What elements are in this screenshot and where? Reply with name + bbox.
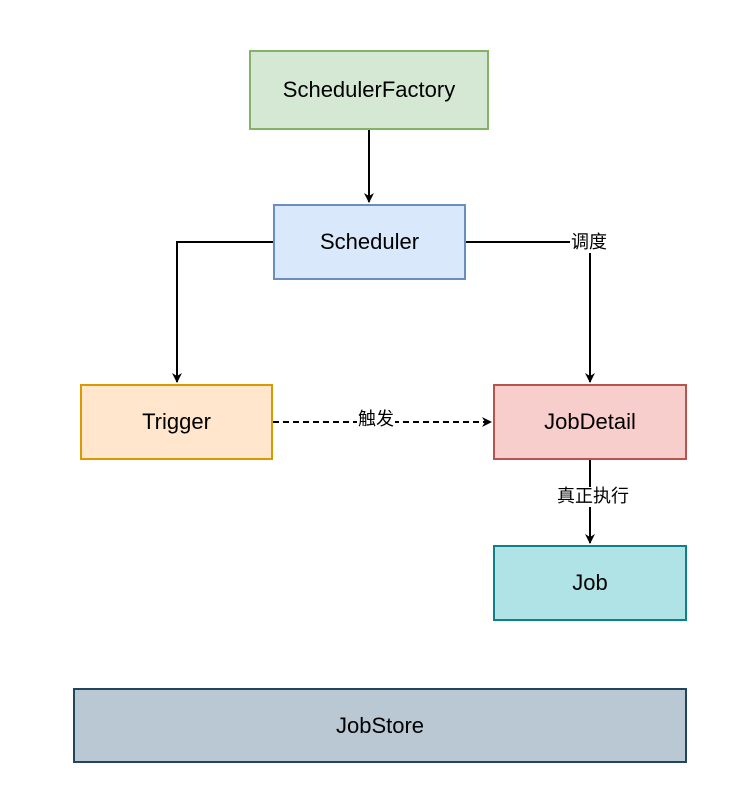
job-store-node: JobStore <box>73 688 687 763</box>
scheduler-label: Scheduler <box>319 229 420 254</box>
job-store-label: JobStore <box>335 712 425 738</box>
edge-label-execute: 真正执行 <box>556 486 630 507</box>
scheduler-factory-label: SchedulerFactory <box>282 77 456 102</box>
job-detail-label: JobDetail <box>544 409 636 434</box>
scheduler-factory-node: SchedulerFactory <box>249 50 489 130</box>
job-detail-node: JobDetail <box>493 384 687 460</box>
trigger-label: Trigger <box>142 409 211 434</box>
edge-scheduler-to-jobdetail <box>466 241 595 383</box>
edge-label-trigger: 触发 <box>357 409 395 430</box>
trigger-node: Trigger <box>80 384 273 460</box>
job-node: Job <box>493 545 687 621</box>
job-label: Job <box>572 570 608 595</box>
edge-label-schedule: 调度 <box>570 232 608 253</box>
edge-scheduler-to-trigger <box>172 241 273 383</box>
scheduler-node: Scheduler <box>273 204 466 280</box>
